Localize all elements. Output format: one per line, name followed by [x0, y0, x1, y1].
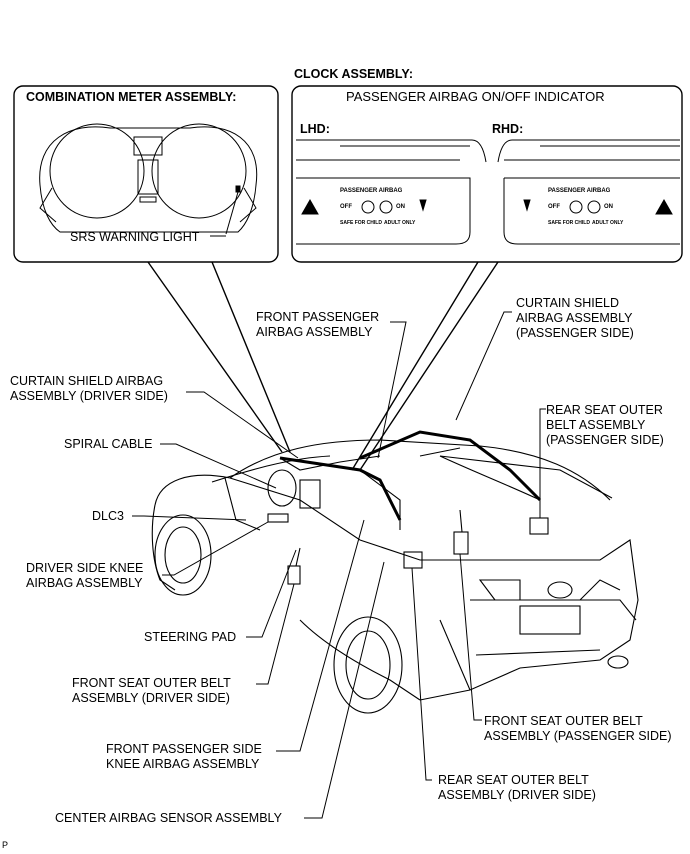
corner-mark: P: [2, 840, 9, 850]
lhd-sub-right: ADULT ONLY: [384, 220, 416, 226]
front-seat-driver-label-2: ASSEMBLY (DRIVER SIDE): [72, 691, 230, 705]
rear-seat-passenger-label-1: REAR SEAT OUTER: [546, 403, 663, 417]
curtain-passenger-label-2: AIRBAG ASSEMBLY: [516, 311, 633, 325]
curtain-passenger-label-1: CURTAIN SHIELD: [516, 296, 620, 310]
rear-seat-passenger-label-3: (PASSENGER SIDE): [546, 433, 664, 447]
curtain-driver-label-1: CURTAIN SHIELD AIRBAG: [10, 374, 164, 388]
spiral-cable-label: SPIRAL CABLE: [64, 437, 153, 451]
lhd-panel-heading: PASSENGER AIRBAG: [340, 188, 403, 194]
rhd-on-label: ON: [604, 204, 613, 210]
rear-seat-driver-label-2: ASSEMBLY (DRIVER SIDE): [438, 788, 596, 802]
curtain-driver-label-2: ASSEMBLY (DRIVER SIDE): [10, 389, 168, 403]
lhd-on-label: ON: [396, 204, 405, 210]
passenger-knee-label-2: KNEE AIRBAG ASSEMBLY: [106, 757, 260, 771]
front-seat-passenger-label-1: FRONT SEAT OUTER BELT: [484, 714, 643, 728]
leader-lines: [132, 235, 546, 819]
lhd-label: LHD:: [300, 122, 330, 136]
combination-meter-title: COMBINATION METER ASSEMBLY:: [26, 90, 237, 104]
rear-seat-passenger-label-2: BELT ASSEMBLY: [546, 418, 646, 432]
driver-knee-label-1: DRIVER SIDE KNEE: [26, 561, 144, 575]
indicator-title: PASSENGER AIRBAG ON/OFF INDICATOR: [346, 89, 605, 104]
steering-pad-label: STEERING PAD: [144, 630, 237, 644]
lhd-sub-left: SAFE FOR CHILD: [340, 220, 382, 226]
curtain-passenger-label-3: (PASSENGER SIDE): [516, 326, 634, 340]
dlc3-label: DLC3: [92, 509, 124, 523]
rhd-sub-right: ADULT ONLY: [592, 220, 624, 226]
rhd-sub-left: SAFE FOR CHILD: [548, 220, 590, 226]
rhd-off-label: OFF: [548, 204, 560, 210]
vehicle-outline: [151, 430, 639, 714]
front-passenger-airbag-label-2: AIRBAG ASSEMBLY: [256, 325, 373, 339]
front-seat-driver-label-1: FRONT SEAT OUTER BELT: [72, 676, 231, 690]
passenger-knee-label-1: FRONT PASSENGER SIDE: [106, 742, 262, 756]
meter-cluster-drawing: [39, 123, 258, 235]
rhd-label: RHD:: [492, 122, 524, 136]
indicator-panel-drawing: [296, 139, 680, 245]
rhd-panel-heading: PASSENGER AIRBAG: [548, 188, 611, 194]
center-sensor-label: CENTER AIRBAG SENSOR ASSEMBLY: [55, 811, 282, 825]
front-seat-passenger-label-2: ASSEMBLY (PASSENGER SIDE): [484, 729, 672, 743]
srs-warning-light-label: SRS WARNING LIGHT: [70, 230, 200, 244]
rear-seat-driver-label-1: REAR SEAT OUTER BELT: [438, 773, 589, 787]
clock-assembly-box: [291, 85, 683, 263]
clock-assembly-title: CLOCK ASSEMBLY:: [294, 67, 413, 81]
front-passenger-airbag-label-1: FRONT PASSENGER: [256, 310, 380, 324]
driver-knee-label-2: AIRBAG ASSEMBLY: [26, 576, 143, 590]
combination-meter-box: [13, 85, 279, 263]
lhd-off-label: OFF: [340, 204, 352, 210]
